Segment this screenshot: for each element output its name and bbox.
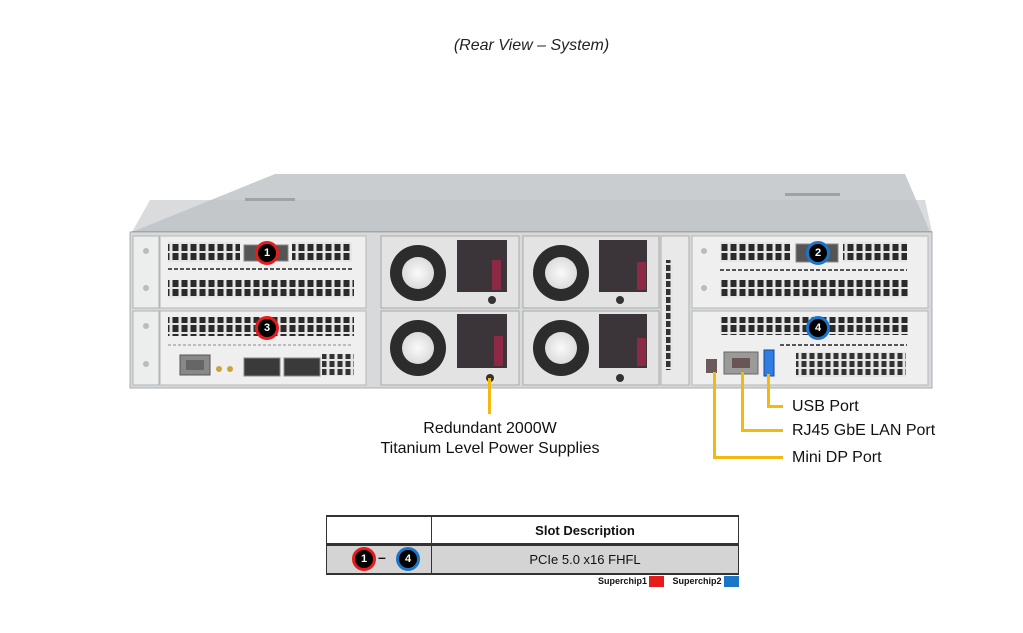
table-header-row: Slot Description — [326, 515, 739, 546]
slot-badge-4: 4 — [806, 316, 830, 340]
legend-swatch-superchip1 — [649, 576, 665, 588]
psu-callout-line1: Redundant 2000W — [423, 420, 557, 437]
slot-range-start-badge: 1 — [352, 547, 376, 571]
mini-dp-port — [706, 359, 717, 373]
leader-lines — [488, 372, 783, 459]
slot-description-cell: PCIe 5.0 x16 FHFL — [431, 544, 739, 575]
table-header-blank — [326, 515, 432, 546]
figure-title: (Rear View – System) — [453, 37, 610, 54]
slot-range-separator: – — [378, 549, 386, 565]
slot-badge-1: 1 — [255, 241, 279, 265]
slot-range-cell: 1 – 4 — [326, 544, 432, 575]
legend-label-superchip1: Superchip1 — [598, 576, 648, 586]
usb-port-label: USB Port — [792, 398, 859, 415]
mini-dp-port-label: Mini DP Port — [792, 449, 882, 466]
slot-badge-3: 3 — [255, 316, 279, 340]
slot-badge-2: 2 — [806, 241, 830, 265]
legend-swatch-superchip2 — [723, 576, 739, 588]
power-supply-1 — [380, 235, 520, 309]
pcie-slot-4-module — [691, 310, 929, 386]
power-supply-2 — [522, 235, 660, 309]
psu-callout-line2: Titanium Level Power Supplies — [380, 440, 600, 457]
slot-description-table: Slot Description 1 – 4 PCIe 5.0 x16 FHFL — [326, 515, 739, 575]
table-header-slot-description: Slot Description — [431, 515, 739, 546]
rj45-port-label: RJ45 GbE LAN Port — [792, 422, 936, 439]
psu-callout: Redundant 2000W Titanium Level Power Sup… — [380, 419, 600, 459]
power-supply-3 — [380, 310, 520, 386]
slot-range-end-badge: 4 — [396, 547, 420, 571]
legend-label-superchip2: Superchip2 — [672, 576, 722, 586]
table-row: 1 – 4 PCIe 5.0 x16 FHFL — [326, 544, 739, 575]
usb-port — [763, 349, 775, 377]
power-supply-4 — [522, 310, 660, 386]
legend: Superchip1 Superchip2 — [598, 576, 739, 588]
